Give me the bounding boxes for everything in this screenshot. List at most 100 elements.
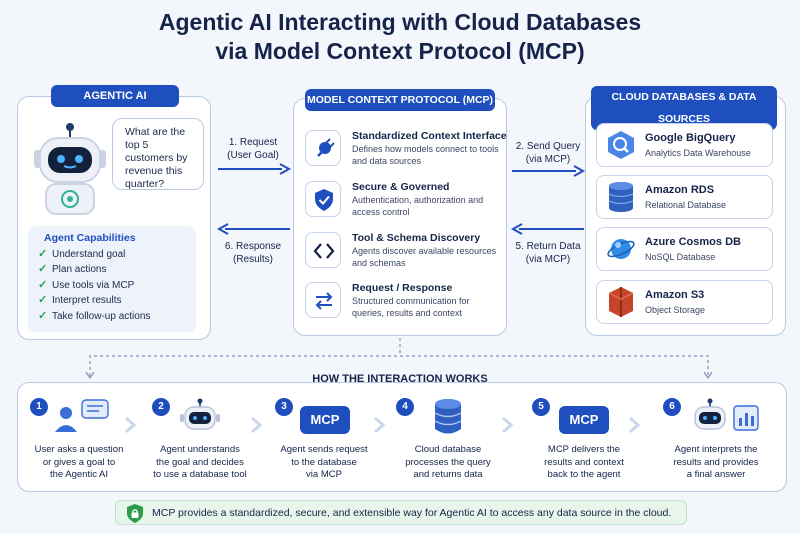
- step-text-line: processes the query: [405, 456, 491, 468]
- db-card-bigquery: Google BigQuery Analytics Data Warehouse: [596, 123, 773, 167]
- step-text-line: Agent understands: [160, 444, 240, 455]
- step-number-3: 3: [275, 398, 293, 416]
- step-text-line: and returns data: [413, 469, 483, 480]
- capability-item: ✓ Interpret results: [38, 293, 186, 308]
- agentic-ai-label: AGENTIC AI: [51, 85, 179, 107]
- send-query-arrow: [512, 165, 586, 177]
- db-card-rds: Amazon RDS Relational Database: [596, 175, 773, 219]
- step-number-1: 1: [30, 398, 48, 416]
- mcp-item-desc: Authentication, authorization and access…: [352, 195, 484, 217]
- request-label-line2: (User Goal): [227, 150, 279, 161]
- mcp-item-heading: Standardized Context Interface: [352, 130, 507, 142]
- mcp-item-desc: Defines how models connect to tools and …: [352, 144, 499, 166]
- plug-icon: [305, 130, 341, 166]
- step-text-line: Agent interprets the: [674, 444, 758, 455]
- exchange-arrows-icon: [305, 282, 341, 318]
- db-desc: Relational Database: [645, 200, 727, 210]
- step-text-6: Agent interprets the results and provide…: [656, 444, 776, 482]
- database-icon: [434, 399, 462, 434]
- check-icon: ✓: [38, 278, 48, 291]
- step-text-line: to the database: [291, 456, 357, 468]
- step-text-line: via MCP: [306, 469, 342, 480]
- db-name: Google BigQuery: [645, 132, 736, 144]
- capability-label: Understand goal: [52, 249, 126, 260]
- robot-icon: [34, 123, 106, 215]
- step-number-6: 6: [663, 398, 681, 416]
- dashed-connector: [85, 338, 713, 380]
- request-arrow: [218, 163, 292, 175]
- return-data-label: 5. Return Data (via MCP): [508, 240, 588, 266]
- capabilities-title: Agent Capabilities: [44, 232, 136, 244]
- send-query-label-line1: 2. Send Query: [515, 141, 581, 152]
- code-brackets-icon: [305, 232, 341, 268]
- capability-item: ✓Understand goal: [38, 247, 186, 262]
- db-desc: NoSQL Database: [645, 252, 716, 262]
- capability-item: ✓Plan actions: [38, 262, 186, 277]
- footer-banner: MCP provides a standardized, secure, and…: [115, 500, 687, 525]
- user-chat-icon: [55, 399, 109, 432]
- response-label-line2: (Results): [232, 254, 273, 265]
- cloud-databases-label: CLOUD DATABASES & DATA SOURCES: [591, 86, 777, 130]
- step-text-line: or gives a goal to: [42, 456, 116, 468]
- db-name: Azure Cosmos DB: [645, 236, 741, 248]
- db-card-cosmos: Azure Cosmos DB NoSQL Database: [596, 227, 773, 271]
- shield-check-icon: [305, 181, 341, 217]
- response-arrow: [216, 223, 290, 235]
- db-desc: Object Storage: [645, 305, 706, 315]
- send-query-label-line2: (via MCP): [525, 154, 571, 165]
- agent-capabilities-box: Agent Capabilities ✓Understand goal ✓Pla…: [28, 226, 196, 332]
- capability-label: Use tools via MCP: [52, 279, 135, 291]
- request-label: 1. Request (User Goal): [216, 136, 290, 162]
- return-data-label-line1: 5. Return Data: [515, 241, 581, 252]
- check-icon: ✓: [38, 309, 48, 322]
- request-label-line1: 1. Request: [228, 137, 278, 148]
- mcp-badge-step-5: MCP: [559, 406, 609, 434]
- mcp-item-discovery: Tool & Schema Discovery Agents discover …: [305, 232, 496, 280]
- mcp-badge-step-3: MCP: [300, 406, 350, 434]
- mcp-item-secure: Secure & Governed Authentication, author…: [305, 181, 495, 229]
- check-icon: ✓: [38, 263, 48, 276]
- title-line-2: via Model Context Protocol (MCP): [215, 38, 585, 64]
- step-text-line: MCP delivers the: [547, 444, 621, 455]
- rds-icon: [608, 182, 634, 212]
- step-text-line: the Agentic AI: [49, 469, 109, 480]
- lock-shield-icon: [127, 504, 143, 523]
- step-text-2: Agent understands the goal and decides t…: [140, 444, 260, 482]
- step-text-1: User asks a question or gives a goal to …: [19, 444, 139, 482]
- robot-report-icon: [694, 398, 759, 431]
- robot-small-icon: [180, 398, 220, 430]
- check-icon: ✓: [38, 294, 48, 307]
- step-text-3: Agent sends request to the database via …: [264, 444, 384, 482]
- mcp-label: MODEL CONTEXT PROTOCOL (MCP): [305, 89, 495, 111]
- step-text-line: Cloud database: [414, 444, 482, 455]
- step-text-line: back to the agent: [547, 469, 621, 480]
- step-text-line: results and provides: [673, 456, 759, 468]
- footer-text: MCP provides a standardized, secure, and…: [152, 507, 672, 519]
- db-desc: Analytics Data Warehouse: [645, 148, 751, 158]
- title-line-1: Agentic AI Interacting with Cloud Databa…: [158, 9, 642, 35]
- response-label-line1: 6. Response: [224, 241, 282, 252]
- capability-label: Interpret results: [52, 295, 122, 307]
- return-data-label-line2: (via MCP): [525, 254, 571, 265]
- db-name: Amazon S3: [645, 289, 705, 301]
- question-bubble: What are the top 5 customers by revenue …: [112, 118, 204, 190]
- step-text-5: MCP delivers the results and context bac…: [524, 444, 644, 482]
- mcp-item-request-response: Request / Response Structured communicat…: [305, 282, 495, 330]
- step-number-4: 4: [396, 398, 414, 416]
- step-text-line: results and context: [544, 456, 624, 468]
- how-title: HOW THE INTERACTION WORKS: [312, 373, 488, 385]
- step-text-4: Cloud database processes the query and r…: [388, 444, 508, 482]
- cosmos-icon: [607, 239, 635, 259]
- capability-item: ✓Take follow-up actions: [38, 309, 186, 324]
- return-data-arrow: [510, 223, 584, 235]
- step-text-line: a final answer: [686, 469, 746, 480]
- step-text-line: Agent sends request: [280, 444, 368, 455]
- step-text-line: User asks a question: [34, 444, 124, 455]
- response-label: 6. Response (Results): [216, 240, 290, 266]
- step-text-line: the goal and decides: [156, 456, 244, 468]
- mcp-item-standardized: Standardized Context Interface Defines h…: [305, 130, 507, 178]
- step-chevrons: [125, 416, 641, 434]
- mcp-item-desc: Structured communication for queries, re…: [352, 296, 470, 318]
- page-title: Agentic AI Interacting with Cloud Databa…: [0, 8, 800, 66]
- db-card-s3: Amazon S3 Object Storage: [596, 280, 773, 324]
